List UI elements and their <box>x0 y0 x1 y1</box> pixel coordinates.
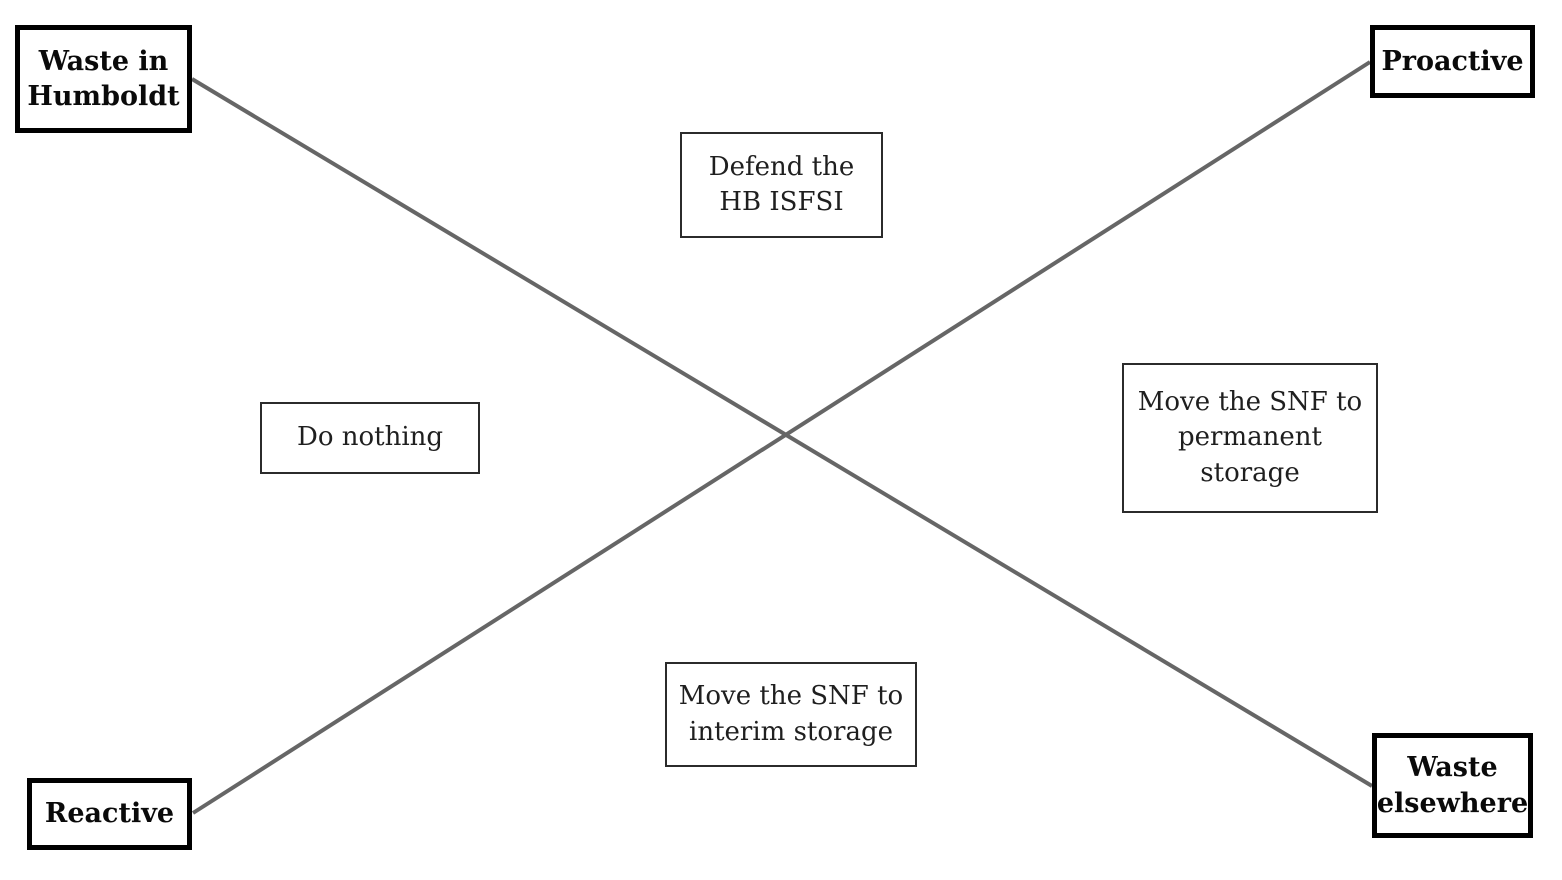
strategy-box-move-snf-interim-storage: Move the SNF to interim storage <box>665 662 917 767</box>
corner-box-waste-elsewhere: Waste elsewhere <box>1372 733 1533 838</box>
corner-box-proactive: Proactive <box>1370 25 1535 98</box>
corner-box-reactive: Reactive <box>27 778 192 850</box>
strategy-box-move-snf-permanent-storage: Move the SNF to permanent storage <box>1122 363 1378 513</box>
corner-box-waste-in-humboldt: Waste in Humboldt <box>15 25 192 133</box>
line-reactive-to-proactive <box>191 60 1372 815</box>
strategy-box-defend-hb-isfsi: Defend the HB ISFSI <box>680 132 883 238</box>
line-waste-humboldt-to-waste-elsewhere <box>190 77 1374 788</box>
strategy-box-do-nothing: Do nothing <box>260 402 480 474</box>
